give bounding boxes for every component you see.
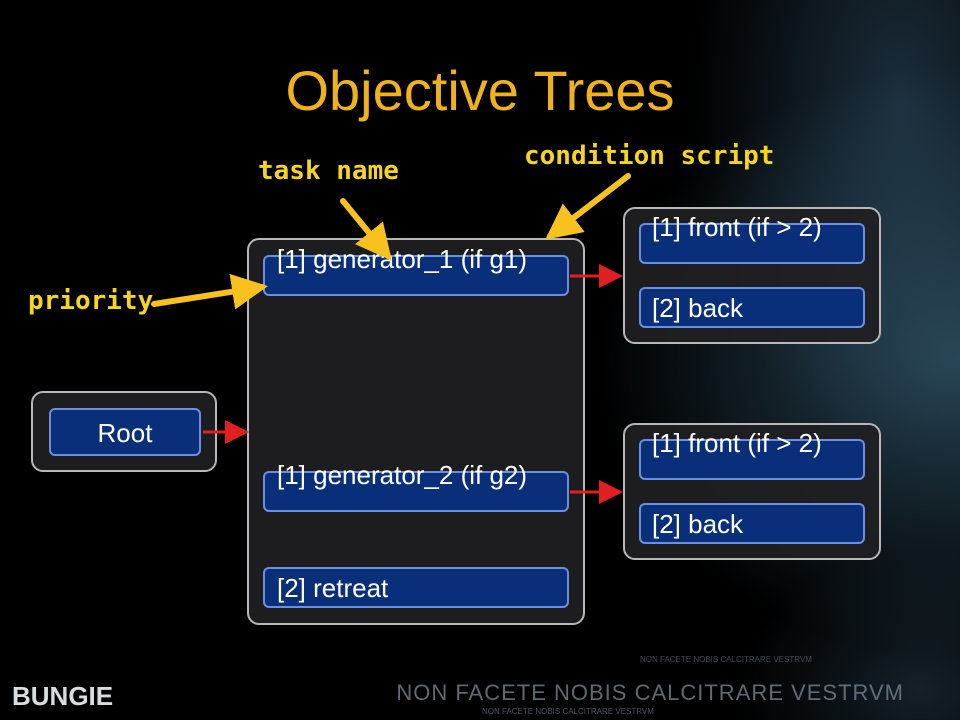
right-top-back-label: [2] back xyxy=(652,293,744,323)
arrow-condition-script xyxy=(545,173,631,240)
footer-motto: NON FACETE NOBIS CALCITRARE VESTRVM xyxy=(396,680,904,705)
middle-panel xyxy=(247,238,585,625)
retreat-label: [2] retreat xyxy=(277,573,389,603)
bungie-logo: BUNGIE xyxy=(12,681,114,711)
right-bottom-front-label: [1] front (if > 2) xyxy=(652,428,822,458)
arrow-priority xyxy=(151,273,268,310)
footer-motto-small: NON FACETE NOBIS CALCITRARE VESTRVM xyxy=(482,707,654,716)
footer-motto-faint: NON FACETE NOBIS CALCITRARE VESTRVM xyxy=(640,655,812,664)
right-top-back-node[interactable] xyxy=(639,287,865,328)
generator-1-label: [1] generator_1 (if g1) xyxy=(277,244,528,274)
right-bottom-back-label: [2] back xyxy=(652,509,744,539)
annotation-condition-script: condition script xyxy=(524,141,775,171)
generator-2-label: [1] generator_2 (if g2) xyxy=(277,460,528,490)
slide-title: Objective Trees xyxy=(285,59,675,122)
annotation-task-name: task name xyxy=(258,156,399,186)
retreat-node[interactable] xyxy=(263,567,569,608)
root-node-label: Root xyxy=(97,418,153,448)
annotation-priority: priority xyxy=(28,286,154,316)
generator-2-node[interactable] xyxy=(263,471,569,512)
generator-1-node[interactable] xyxy=(263,255,569,296)
right-top-front-node[interactable] xyxy=(639,223,865,264)
right-bottom-front-node[interactable] xyxy=(639,439,865,480)
arrow-task-name xyxy=(340,198,392,261)
root-node[interactable] xyxy=(49,408,201,456)
right-bottom-back-node[interactable] xyxy=(639,503,865,544)
right-top-front-label: [1] front (if > 2) xyxy=(652,212,822,242)
